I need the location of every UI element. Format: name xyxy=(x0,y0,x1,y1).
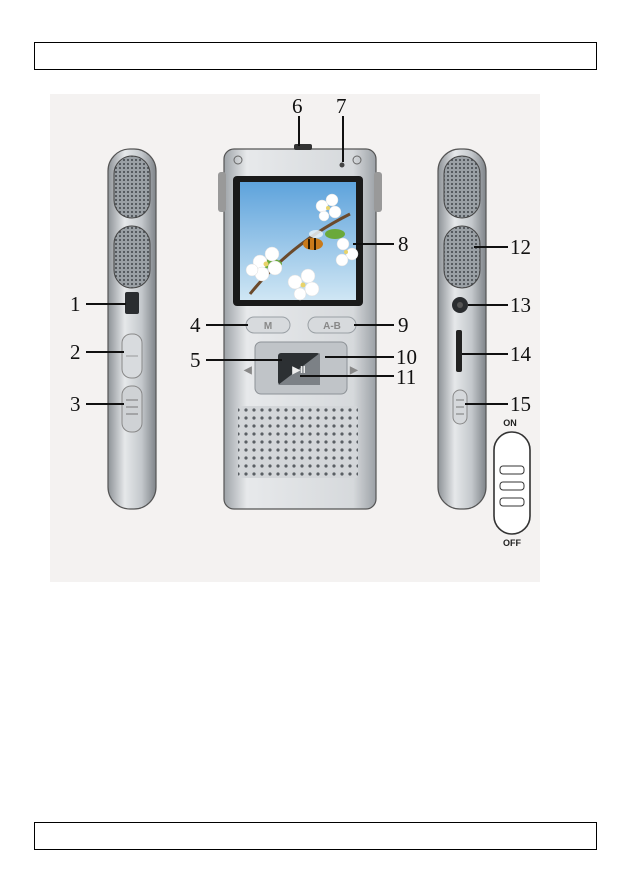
callout-15: 15 xyxy=(510,392,531,416)
callout-11: 11 xyxy=(396,365,416,389)
mode-button-label: M xyxy=(264,321,272,332)
callout-12: 12 xyxy=(510,235,531,259)
footer-box xyxy=(34,822,597,850)
device-figure: M A-B ◀ ▶ ▶II ON OFF xyxy=(50,94,540,582)
callout-14: 14 xyxy=(510,342,532,366)
callout-9: 9 xyxy=(398,313,409,337)
left-side-view xyxy=(108,149,156,509)
callout-2: 2 xyxy=(70,340,81,364)
callout-8: 8 xyxy=(398,232,409,256)
mic-top xyxy=(294,144,312,150)
speaker-grille xyxy=(238,406,358,478)
usb-port xyxy=(125,292,139,314)
callout-3: 3 xyxy=(70,392,81,416)
callout-4: 4 xyxy=(190,313,201,337)
callout-7: 7 xyxy=(336,94,347,118)
callout-5: 5 xyxy=(190,348,201,372)
right-microphone xyxy=(444,226,480,288)
ab-repeat-button-label: A-B xyxy=(323,321,341,332)
header-box xyxy=(34,42,597,70)
front-view: M A-B ◀ ▶ ▶II xyxy=(218,144,382,509)
left-arrow-icon: ◀ xyxy=(243,365,252,376)
card-slot xyxy=(456,330,462,372)
led-indicator xyxy=(340,163,345,168)
power-off-label: OFF xyxy=(503,538,521,548)
right-arrow-icon: ▶ xyxy=(349,365,359,376)
callout-6: 6 xyxy=(292,94,303,118)
callout-1: 1 xyxy=(70,292,81,316)
play-pause-label: ▶II xyxy=(291,365,305,376)
power-on-label: ON xyxy=(503,418,517,428)
hold-switch xyxy=(122,386,142,432)
callout-13: 13 xyxy=(510,293,531,317)
